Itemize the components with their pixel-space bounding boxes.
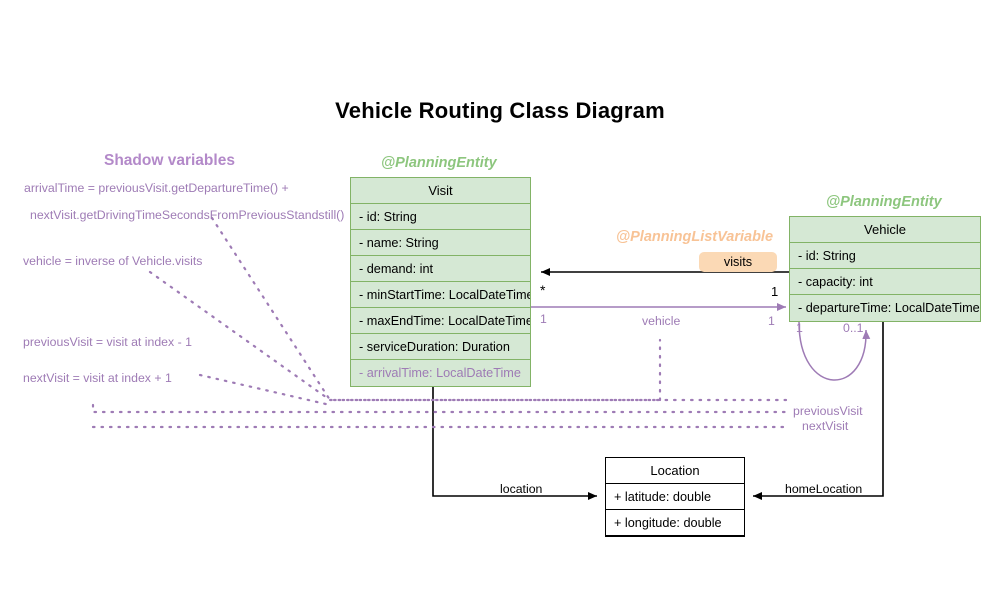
location-attribute-longitude: + longitude: double [606, 510, 744, 536]
vehicle-attribute-departure-time: - departureTime: LocalDateTime [798, 301, 980, 315]
vehicle-stereotype: @PlanningEntity [826, 194, 942, 210]
vehicle-class-name: Vehicle [790, 217, 980, 243]
visit-attribute-service-duration: - serviceDuration: Duration [351, 334, 530, 360]
shadow-note-arrival-time-line2: nextVisit.getDrivingTimeSecondsFromPrevi… [30, 208, 345, 222]
self-loop-target-multiplicity: 0..1 [843, 321, 864, 335]
shadow-note-next-visit: nextVisit = visit at index + 1 [23, 371, 172, 385]
visits-target-multiplicity: 1 [771, 284, 779, 299]
visit-attribute-name: - name: String [351, 230, 530, 256]
shadow-variables-title: Shadow variables [104, 152, 235, 169]
shadow-note-previous-visit: previousVisit = visit at index - 1 [23, 335, 192, 349]
class-box-visit[interactable]: Visit - id: String - name: String - dema… [350, 177, 531, 387]
self-loop-label-previous-visit: previousVisit [793, 404, 863, 418]
vehicle-target-multiplicity: 1 [768, 314, 775, 328]
self-loop-label-next-visit: nextVisit [802, 419, 849, 433]
vehicle-attribute-id: - id: String [790, 243, 980, 269]
visit-attribute-id: - id: String [351, 204, 530, 230]
visits-source-multiplicity: * [540, 282, 546, 298]
vehicle-attribute-capacity: - capacity: int [790, 269, 980, 295]
location-edge-label: location [500, 482, 543, 496]
home-location-edge-label: homeLocation [785, 482, 863, 496]
self-loop-source-multiplicity: 1 [796, 321, 803, 335]
visit-attribute-max-end-time: - maxEndTime: LocalDateTime [351, 308, 530, 334]
vehicle-edge-label: vehicle [642, 314, 681, 328]
visits-badge: visits [699, 252, 777, 272]
vehicle-source-multiplicity: 1 [540, 312, 547, 326]
visit-attribute-arrival-time: - arrivalTime: LocalDateTime [359, 366, 521, 380]
edge-location [432, 382, 597, 500]
location-class-name: Location [606, 458, 744, 484]
visit-attribute-min-start-time: - minStartTime: LocalDateTime [351, 282, 530, 308]
visits-stereotype: @PlanningListVariable [616, 229, 774, 245]
shadow-note-vehicle: vehicle = inverse of Vehicle.visits [23, 254, 203, 268]
visit-attribute-demand: - demand: int [351, 256, 530, 282]
class-box-vehicle[interactable]: Vehicle - id: String - capacity: int - d… [789, 216, 981, 322]
shadow-note-arrival-time-line1: arrivalTime = previousVisit.getDeparture… [24, 181, 289, 195]
class-box-location[interactable]: Location + latitude: double + longitude:… [605, 457, 745, 537]
location-attribute-latitude: + latitude: double [606, 484, 744, 510]
visit-stereotype: @PlanningEntity [381, 155, 497, 171]
page-title: Vehicle Routing Class Diagram [335, 98, 665, 123]
visit-class-name: Visit [351, 178, 530, 204]
